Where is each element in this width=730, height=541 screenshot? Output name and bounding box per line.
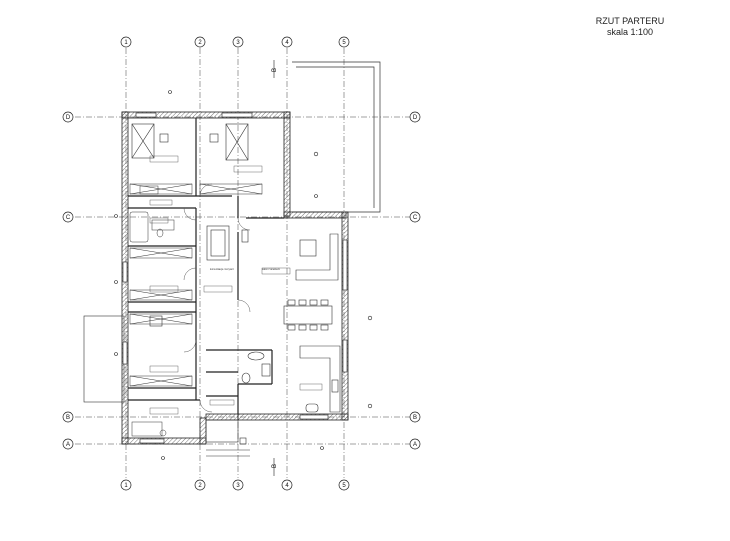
hall-label: komunikacja / korytarz bbox=[210, 268, 235, 271]
axis-label-D-right: D bbox=[413, 115, 418, 121]
axis-bubbles-right bbox=[409, 111, 421, 450]
section-label-bottom: B bbox=[272, 464, 278, 468]
axis-label-C-right: C bbox=[413, 215, 418, 221]
room-info-boxes bbox=[149, 155, 323, 415]
axis-label-4-bottom: 4 bbox=[285, 483, 289, 489]
entrance-steps bbox=[205, 419, 250, 457]
section-label-top: B bbox=[272, 68, 278, 72]
door-swings bbox=[183, 183, 251, 413]
axis-label-5-top: 5 bbox=[342, 40, 346, 46]
axis-label-D-left: D bbox=[66, 115, 71, 121]
axis-bubbles-bottom bbox=[120, 479, 350, 491]
title-block: RZUT PARTERU skala 1:100 bbox=[575, 16, 685, 38]
wardrobes bbox=[129, 183, 263, 387]
axis-label-A-right: A bbox=[413, 442, 417, 448]
windows bbox=[122, 112, 348, 444]
small-bath bbox=[241, 351, 271, 384]
kitchen-counters bbox=[299, 345, 341, 413]
terrace-outline bbox=[292, 61, 381, 213]
sofa bbox=[295, 233, 339, 281]
axis-label-4-top: 4 bbox=[285, 40, 289, 46]
axis-label-1-bottom: 1 bbox=[124, 483, 128, 489]
hall-furniture bbox=[149, 225, 249, 327]
axis-label-C-left: C bbox=[66, 215, 71, 221]
section-mark-bottom: B bbox=[272, 458, 278, 476]
axis-label-2-bottom: 2 bbox=[198, 483, 202, 489]
axis-bubbles-top bbox=[120, 36, 350, 48]
axis-label-B-left: B bbox=[66, 415, 70, 421]
axis-label-B-right: B bbox=[413, 415, 417, 421]
axis-bubbles-left bbox=[62, 111, 74, 450]
axis-label-5-bottom: 5 bbox=[342, 483, 346, 489]
dining-table bbox=[283, 299, 333, 331]
bed-2 bbox=[209, 123, 249, 161]
living-label: salon z aneksem bbox=[262, 268, 280, 271]
terrace-left bbox=[83, 315, 125, 403]
axis-label-3-top: 3 bbox=[236, 40, 240, 46]
bathroom-fixtures bbox=[129, 185, 175, 437]
axis-label-3-bottom: 3 bbox=[236, 483, 240, 489]
drawing-title: RZUT PARTERU bbox=[595, 16, 665, 26]
section-mark-top: B bbox=[272, 60, 278, 78]
drawing-scale: skala 1:100 bbox=[606, 27, 654, 37]
inner-walls bbox=[128, 118, 284, 414]
bed-1 bbox=[131, 123, 169, 159]
outer-walls bbox=[121, 111, 349, 445]
axis-label-1-top: 1 bbox=[124, 40, 128, 46]
level-markers bbox=[114, 90, 373, 460]
axis-label-2-top: 2 bbox=[198, 40, 202, 46]
axis-label-A-left: A bbox=[66, 442, 70, 448]
